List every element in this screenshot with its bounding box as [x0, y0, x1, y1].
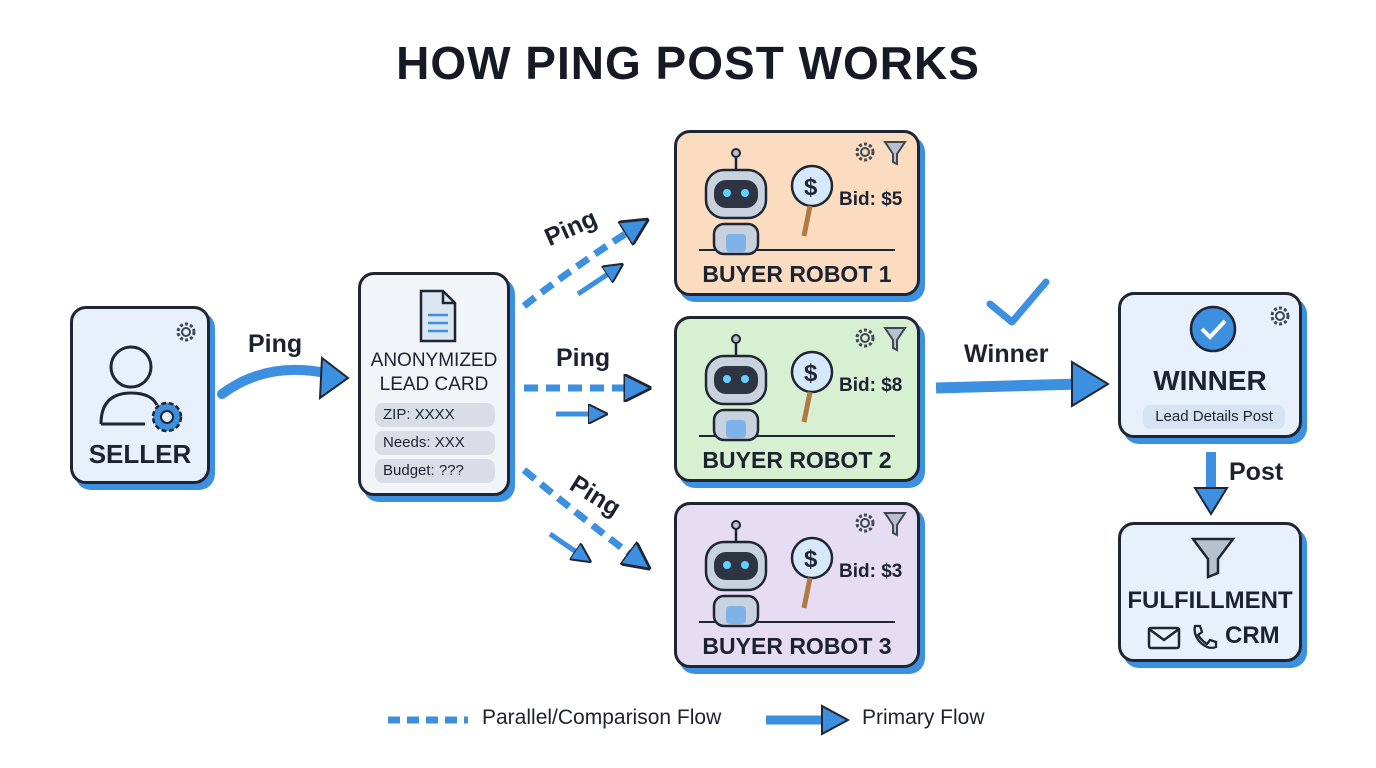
filter-icon: [883, 141, 907, 166]
lead-field-budget: Budget: ???: [375, 459, 495, 483]
funnel-icon: [1190, 537, 1236, 579]
arrow-lead-to-buyer-3: [521, 467, 646, 566]
filter-icon: [883, 327, 907, 352]
robot-icon: $: [704, 334, 834, 442]
flow-label-ping-2: Ping: [556, 344, 611, 372]
arrow-lead-to-buyer-1: [521, 222, 644, 309]
gear-icon: [1270, 306, 1290, 326]
flow-label-seller-ping: Ping: [248, 330, 303, 358]
gear-icon: [855, 328, 875, 348]
fulfillment-card: FULFILLMENT CRM: [1118, 522, 1302, 662]
arrow-seller-to-lead: [217, 364, 335, 399]
buyer-1-label: BUYER ROBOT 1: [702, 261, 892, 287]
check-icon: [986, 278, 1050, 326]
flow-label-winner: Winner: [964, 340, 1049, 368]
arrow-lead-to-buyer-3-small: [548, 531, 588, 560]
lead-field-needs: Needs: XXX: [375, 431, 495, 455]
fulfillment-label: FULFILLMENT: [1127, 587, 1293, 614]
buyer-2-bid: Bid: $8: [839, 375, 903, 396]
lead-field-zip: ZIP: XXXX: [375, 403, 495, 427]
document-icon: [419, 289, 457, 343]
buyer-1-bid: Bid: $5: [839, 189, 903, 210]
winner-sub-label: Lead Details Post: [1143, 405, 1285, 429]
filter-icon: [883, 512, 907, 537]
arrow-winner-to-fulfillment-head: [1193, 487, 1229, 516]
robot-icon: $: [704, 148, 834, 256]
check-circle-icon: [1189, 305, 1237, 353]
buyer-3-bid: Bid: $3: [839, 561, 903, 582]
gear-icon: [855, 142, 875, 162]
legend-solid-label: Primary Flow: [862, 706, 985, 729]
arrow-buyer-to-winner: [935, 378, 1081, 394]
seller-user-icon: [99, 345, 159, 426]
seller-gear-icon: [151, 401, 183, 433]
buyer-3-label: BUYER ROBOT 3: [702, 633, 892, 659]
lead-card-title-line1: ANONYMIZED: [370, 350, 498, 371]
legend-solid-arrowhead: [821, 704, 851, 736]
buyer-1-divider: [699, 249, 895, 251]
svg-text:$: $: [804, 546, 818, 573]
envelope-icon: [1147, 626, 1181, 650]
seller-card: SELLER: [70, 306, 210, 484]
diagram-title: HOW PING POST WORKS: [396, 37, 980, 89]
gear-icon: [855, 513, 875, 533]
lead-card-title-line2: LEAD CARD: [379, 374, 489, 395]
robot-icon: $: [704, 520, 834, 628]
winner-label: WINNER: [1153, 365, 1267, 396]
arrow-seller-to-lead-head: [318, 356, 350, 401]
crm-label: CRM: [1225, 622, 1280, 649]
flow-label-post: Post: [1229, 458, 1284, 486]
seller-label: SELLER: [88, 439, 192, 469]
lead-card: ANONYMIZED LEAD CARD ZIP: XXXX Needs: XX…: [358, 272, 510, 496]
winner-card: WINNER Lead Details Post: [1118, 292, 1302, 438]
gear-icon: [176, 322, 196, 342]
svg-text:$: $: [804, 360, 818, 387]
svg-text:$: $: [804, 174, 818, 201]
arrow-lead-to-buyer-1-small: [576, 266, 620, 297]
buyer-2-divider: [699, 435, 895, 437]
legend-dashed-label: Parallel/Comparison Flow: [482, 706, 722, 729]
phone-icon: [1193, 624, 1218, 650]
arrow-buyer-to-winner-head: [1071, 360, 1110, 408]
buyer-2-label: BUYER ROBOT 2: [702, 447, 892, 473]
buyer-3-divider: [699, 621, 895, 623]
